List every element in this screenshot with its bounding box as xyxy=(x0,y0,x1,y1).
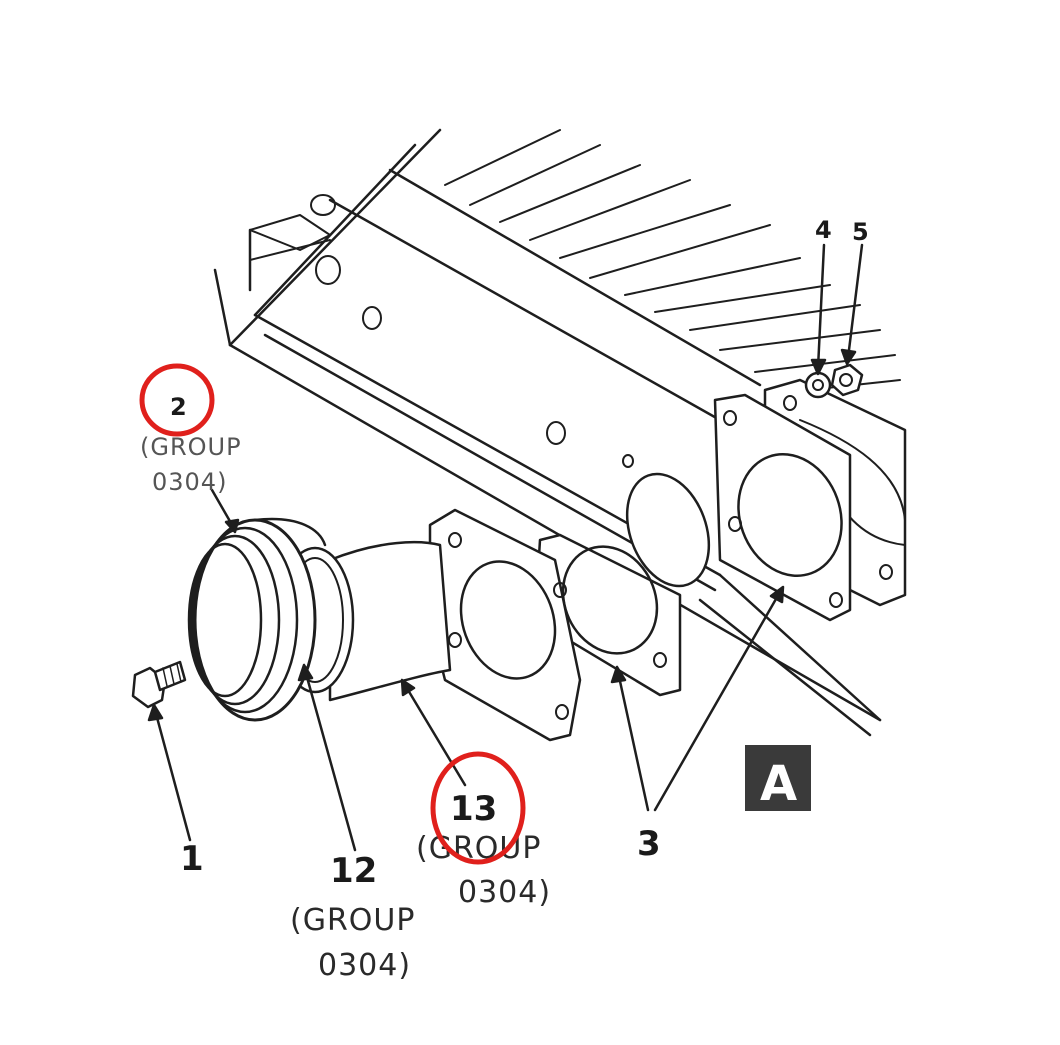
muffler-coupling xyxy=(187,517,327,722)
callout-4-number: 4 xyxy=(815,216,832,244)
callout-2-group: (GROUP xyxy=(140,433,242,461)
callout-12-number: 12 xyxy=(330,851,377,891)
callout-1: 1 xyxy=(180,839,204,879)
highlight-circles xyxy=(139,363,526,865)
callout-12-group: (GROUP xyxy=(290,903,415,938)
nut-and-washer xyxy=(804,363,864,399)
view-label-badge: A xyxy=(745,745,811,812)
view-label-letter: A xyxy=(760,756,797,812)
callout-1-number: 1 xyxy=(180,839,204,879)
highlight-circle-callout-2 xyxy=(139,363,215,437)
callout-5: 5 xyxy=(852,218,869,246)
manifold-port xyxy=(625,472,711,588)
callout-5-number: 5 xyxy=(852,218,869,246)
callout-2-code: 0304) xyxy=(152,468,227,496)
callout-12-code: 0304) xyxy=(318,948,411,983)
bolt xyxy=(131,660,187,709)
callout-13: 13 (GROUP 0304) xyxy=(416,789,551,910)
callout-2-number: 2 xyxy=(170,393,187,421)
callout-13-code: 0304) xyxy=(458,875,551,910)
leader-lines xyxy=(147,243,864,852)
gasket-rear xyxy=(713,393,852,622)
view-label-background xyxy=(745,745,811,811)
highlight-circle-callout-13 xyxy=(430,751,526,865)
callout-2: 2 (GROUP 0304) xyxy=(140,393,242,496)
gasket-front xyxy=(533,533,682,697)
callout-3: 3 xyxy=(637,824,661,864)
callout-3-number: 3 xyxy=(637,824,661,864)
callout-12: 12 (GROUP 0304) xyxy=(290,851,415,983)
exhaust-pipe xyxy=(328,541,452,702)
callout-4: 4 xyxy=(815,216,832,244)
callout-13-number: 13 xyxy=(450,789,497,829)
